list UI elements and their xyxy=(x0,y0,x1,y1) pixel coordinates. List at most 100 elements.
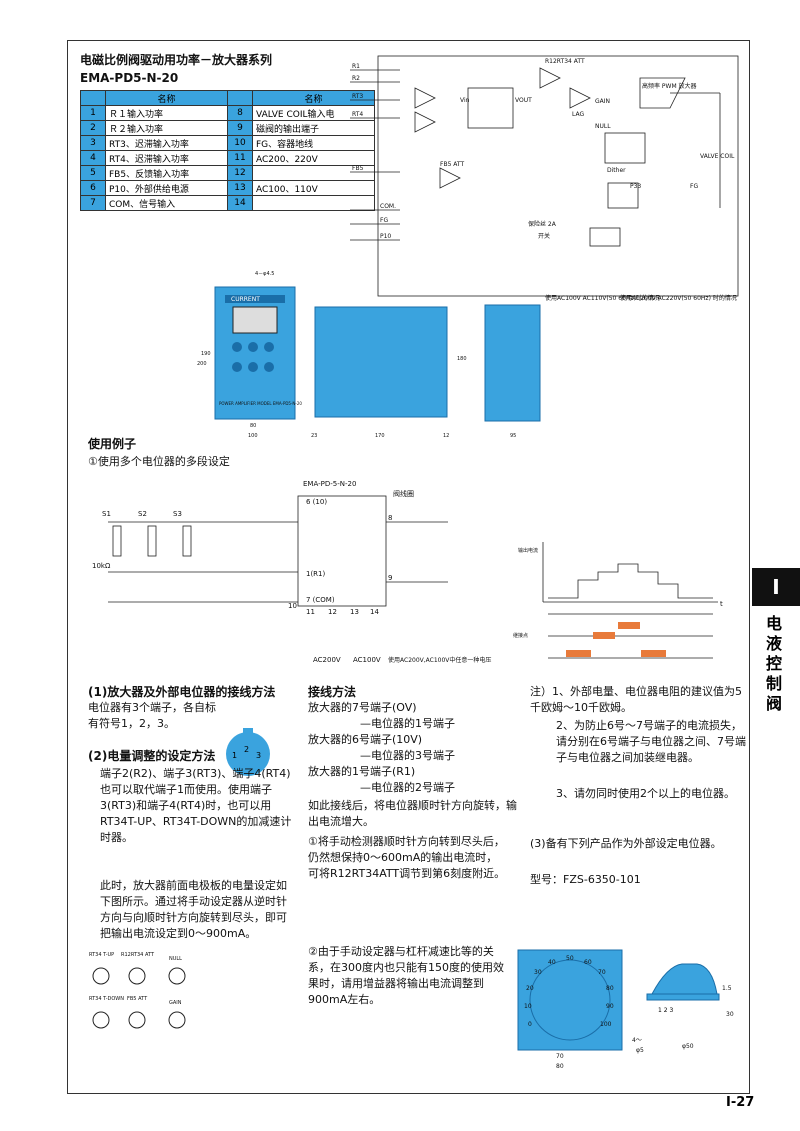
schem-label: R2 xyxy=(352,75,360,82)
svg-text:23: 23 xyxy=(311,433,317,439)
wiring-step2: ②由于手动设定器与杠杆减速比等的关系，在300度内也只能有150度的使用效果时，… xyxy=(308,945,504,1006)
svg-text:190: 190 xyxy=(201,351,211,357)
schem-label: FG xyxy=(690,183,698,190)
svg-text:GAIN: GAIN xyxy=(169,1000,182,1006)
svg-text:t: t xyxy=(720,600,723,608)
section2-p2: 此时，放大器前面电极板的电量设定如下图所示。通过将手动设定器从逆时针方向与向顺时… xyxy=(100,879,287,940)
svg-text:S1: S1 xyxy=(102,510,111,518)
wiring-line: —电位器的2号端子 xyxy=(360,781,455,794)
dimension-drawing: CURRENT POWER AMPLIFIER MODEL EMA-PD5-N-… xyxy=(197,271,541,439)
svg-text:RT34 T-DOWN: RT34 T-DOWN xyxy=(89,996,124,1002)
svg-text:3: 3 xyxy=(256,751,261,760)
svg-text:11: 11 xyxy=(306,608,315,616)
schem-label: RT4 xyxy=(352,111,363,118)
wiring-line: 放大器的7号端子(OV) xyxy=(308,701,417,714)
wiring-title: 接线方法 xyxy=(308,685,357,699)
note-2: 2、为防止6号～7号端子的电流损失，请分别在6号端子与电位器之间、7号端子与电位… xyxy=(556,719,746,764)
svg-text:φ50: φ50 xyxy=(682,1043,694,1050)
svg-text:20: 20 xyxy=(526,985,534,992)
svg-text:4－φ4.5: 4－φ4.5 xyxy=(255,271,274,277)
svg-text:12: 12 xyxy=(328,608,337,616)
svg-text:40: 40 xyxy=(548,959,556,966)
svg-text:10kΩ: 10kΩ xyxy=(92,562,111,570)
side-tab-text: 电液控制阀 xyxy=(766,614,783,713)
schem-label: R12RT34 ATT xyxy=(545,58,585,65)
schem-label: Vin xyxy=(460,97,470,104)
model-title: EMA-PD5-N-20 xyxy=(80,71,179,85)
section1-text: 电位器有3个端子，各自标有符号1，2，3。 xyxy=(88,701,216,730)
svg-text:FB5 ATT: FB5 ATT xyxy=(127,996,148,1002)
svg-text:1(R1): 1(R1) xyxy=(306,570,326,578)
schem-label: LAG xyxy=(572,111,584,118)
svg-text:RT34 T-UP: RT34 T-UP xyxy=(89,952,114,958)
svg-text:100: 100 xyxy=(600,1021,612,1028)
svg-text:180: 180 xyxy=(457,356,467,362)
rear-view xyxy=(484,304,541,422)
current-label: CURRENT xyxy=(231,296,260,303)
svg-text:R12RT34 ATT: R12RT34 ATT xyxy=(121,952,155,958)
svg-text:9: 9 xyxy=(388,574,392,582)
svg-text:10: 10 xyxy=(524,1003,532,1010)
svg-text:30: 30 xyxy=(726,1011,734,1018)
svg-text:AC200V: AC200V xyxy=(313,656,341,664)
potentiometer-icon: 123 xyxy=(226,728,270,776)
svg-text:95: 95 xyxy=(510,433,516,439)
usage-heading: 使用例子 xyxy=(88,437,137,451)
svg-text:80: 80 xyxy=(606,985,614,992)
schem-label: P33 xyxy=(630,183,641,190)
svg-text:170: 170 xyxy=(375,433,385,439)
svg-text:4～: 4～ xyxy=(632,1037,642,1044)
svg-text:φ5: φ5 xyxy=(636,1047,644,1054)
wiring-line: 放大器的1号端子(R1) xyxy=(308,765,416,778)
section2-p1: 端子2(R2)、端子3(RT3)、端子4(RT4)也可以取代端子1而使用。使用端… xyxy=(100,767,292,844)
svg-text:EMA-PD-5-N-20: EMA-PD-5-N-20 xyxy=(303,480,356,488)
schem-label: Dither xyxy=(607,167,626,174)
note-1: 注）1、外部电量、电位器电阻的建议值为5千欧姆～10千欧姆。 xyxy=(530,685,742,714)
usage-sub: ①使用多个电位器的多段设定 xyxy=(88,455,230,468)
schem-label: 高频率 PWM 放大器 xyxy=(642,82,697,90)
s3-timing-bar-a xyxy=(566,650,591,657)
s1-timing-bar xyxy=(618,622,640,629)
svg-text:70: 70 xyxy=(598,969,606,976)
svg-text:50: 50 xyxy=(566,955,574,962)
svg-text:0: 0 xyxy=(528,1021,532,1028)
product-model: 型号：FZS-6350-101 xyxy=(530,873,641,886)
svg-text:14: 14 xyxy=(370,608,379,616)
schem-label: VOUT xyxy=(515,97,532,104)
schem-label: P10 xyxy=(380,233,391,240)
svg-text:阀线圈: 阀线圈 xyxy=(393,489,414,498)
side-view xyxy=(314,306,448,418)
svg-text:S2: S2 xyxy=(138,510,147,518)
page-frame xyxy=(67,40,750,1094)
front-text: POWER AMPLIFIER MODEL EMA-PD5-N-20 xyxy=(219,401,302,406)
svg-text:输出电流: 输出电流 xyxy=(518,547,538,554)
section1-title: (1)放大器及外部电位器的接线方法 xyxy=(88,685,276,699)
svg-text:90: 90 xyxy=(606,1003,614,1010)
dial-drawing: 0 10 20 30 40 50 60 70 80 90 100 70 80 φ… xyxy=(517,949,734,1070)
svg-text:60: 60 xyxy=(584,959,592,966)
svg-text:80: 80 xyxy=(556,1063,564,1070)
schematic-diagram: R1 R2 RT3 RT4 FB5 COM. FG P10 R12RT34 AT… xyxy=(350,55,739,302)
usage-diagram: EMA-PD-5-N-20 阀线圈 S1 S2 S3 10kΩ 6 (10) 1… xyxy=(92,480,723,664)
schem-label: FB5 xyxy=(352,165,364,172)
svg-text:继接点: 继接点 xyxy=(513,632,528,639)
schem-label: FG xyxy=(380,217,388,224)
schem-label: NULL xyxy=(595,123,611,130)
schem-note: 使用AC200V AC220V(50 60Hz) 时的情况 xyxy=(620,294,737,302)
schem-label: 开关 xyxy=(538,232,550,240)
wiring-p1: 如此接线后，将电位器顺时针方向旋转，输出电流增大。 xyxy=(308,799,517,828)
svg-text:1 2 3: 1 2 3 xyxy=(658,1007,673,1014)
svg-text:AC100V: AC100V xyxy=(353,656,381,664)
schem-label: COM. xyxy=(380,203,396,210)
svg-text:2: 2 xyxy=(244,745,249,754)
svg-text:13: 13 xyxy=(350,608,359,616)
schem-label: GAIN xyxy=(595,98,610,105)
schem-label: 保险丝 2A xyxy=(528,220,557,228)
svg-text:S3: S3 xyxy=(173,510,182,518)
schem-label: FB5 ATT xyxy=(440,161,464,168)
